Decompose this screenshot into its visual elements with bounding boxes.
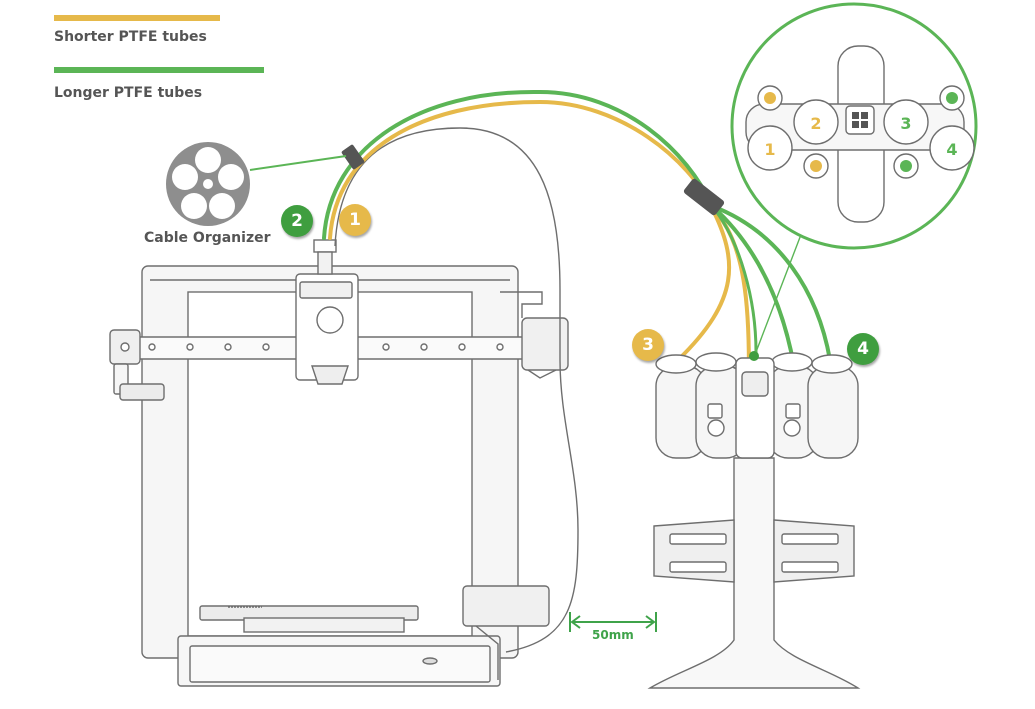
legend-label-longer: Longer PTFE tubes: [54, 85, 203, 101]
distance-marker: [569, 612, 657, 632]
tube-clip: [683, 178, 725, 216]
cable-organizer-label: Cable Organizer: [144, 230, 271, 246]
legend-label-shorter: Shorter PTFE tubes: [54, 29, 207, 45]
inset-slot-2: 2: [810, 114, 821, 133]
distance-label: 50mm: [592, 628, 634, 642]
badge-3: 3: [632, 329, 664, 361]
inset-slot-3: 3: [900, 114, 911, 133]
badge-1: 1: [339, 204, 371, 236]
cable-organizer-icon: [166, 142, 347, 226]
inset-slot-1: 1: [764, 140, 775, 159]
inset-view: 1 2 3 4: [730, 2, 978, 250]
ams-hub-dot: [749, 351, 759, 361]
inset-leader-line: [755, 231, 803, 353]
inset-slot-4: 4: [946, 140, 957, 159]
ptfe-tubes: [322, 89, 832, 414]
tube-clip: [341, 144, 365, 170]
badge-4: 4: [847, 333, 879, 365]
badge-2: 2: [281, 205, 313, 237]
ams-unit: [647, 352, 861, 689]
printer: [109, 239, 569, 687]
toolhead-cable: [334, 127, 579, 653]
